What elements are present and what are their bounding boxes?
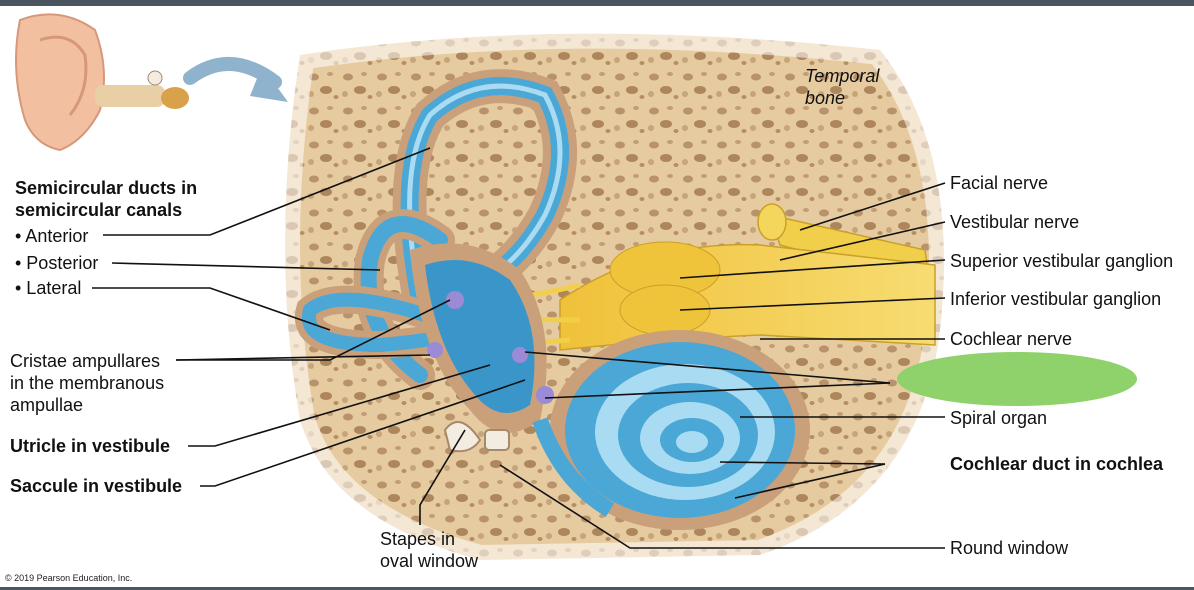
outer-ear-thumbnail — [15, 13, 189, 152]
vestibule — [410, 243, 554, 433]
lateral-label: • Lateral — [15, 278, 82, 298]
posterior-label: • Posterior — [15, 253, 99, 273]
saccule-label: Saccule in vestibule — [10, 476, 183, 496]
semicircular-label-1: Semicircular ducts in — [15, 178, 198, 198]
top-border — [0, 0, 1194, 6]
stapes-label-2: oval window — [380, 551, 479, 571]
stapes-label-1: Stapes in — [380, 529, 456, 549]
cristae-label-2: in the membranous — [10, 373, 165, 393]
facial-nerve-label: Facial nerve — [950, 173, 1049, 193]
cochlear-duct-label: Cochlear duct in cochlea — [950, 454, 1164, 474]
cochlear-nerve-label: Cochlear nerve — [950, 329, 1073, 349]
semicircular-canals — [294, 69, 577, 390]
anterior-label: • Anterior — [15, 226, 89, 246]
leader-lines — [92, 147, 946, 549]
arrow-icon — [183, 57, 288, 102]
temporal-bone-label-2: bone — [805, 88, 846, 108]
temporal-bone-label-1: Temporal — [805, 66, 880, 86]
vestibular-nerve-label: Vestibular nerve — [950, 212, 1080, 232]
hidden-label-oval — [897, 352, 1137, 406]
utricle-label: Utricle in vestibule — [10, 436, 171, 456]
superior-ganglion-label: Superior vestibular ganglion — [950, 251, 1174, 271]
cristae-label-1: Cristae ampullares — [10, 351, 161, 371]
bottom-border — [0, 587, 1194, 590]
stapes — [443, 421, 510, 453]
cristae-label-3: ampullae — [10, 395, 84, 415]
inferior-ganglion-label: Inferior vestibular ganglion — [950, 289, 1162, 309]
cochlea — [532, 330, 810, 530]
copyright-text: © 2019 Pearson Education, Inc. — [5, 573, 133, 583]
semicircular-label-2: semicircular canals — [15, 200, 183, 220]
round-window-label: Round window — [950, 538, 1069, 558]
spiral-organ-label: Spiral organ — [950, 408, 1048, 428]
